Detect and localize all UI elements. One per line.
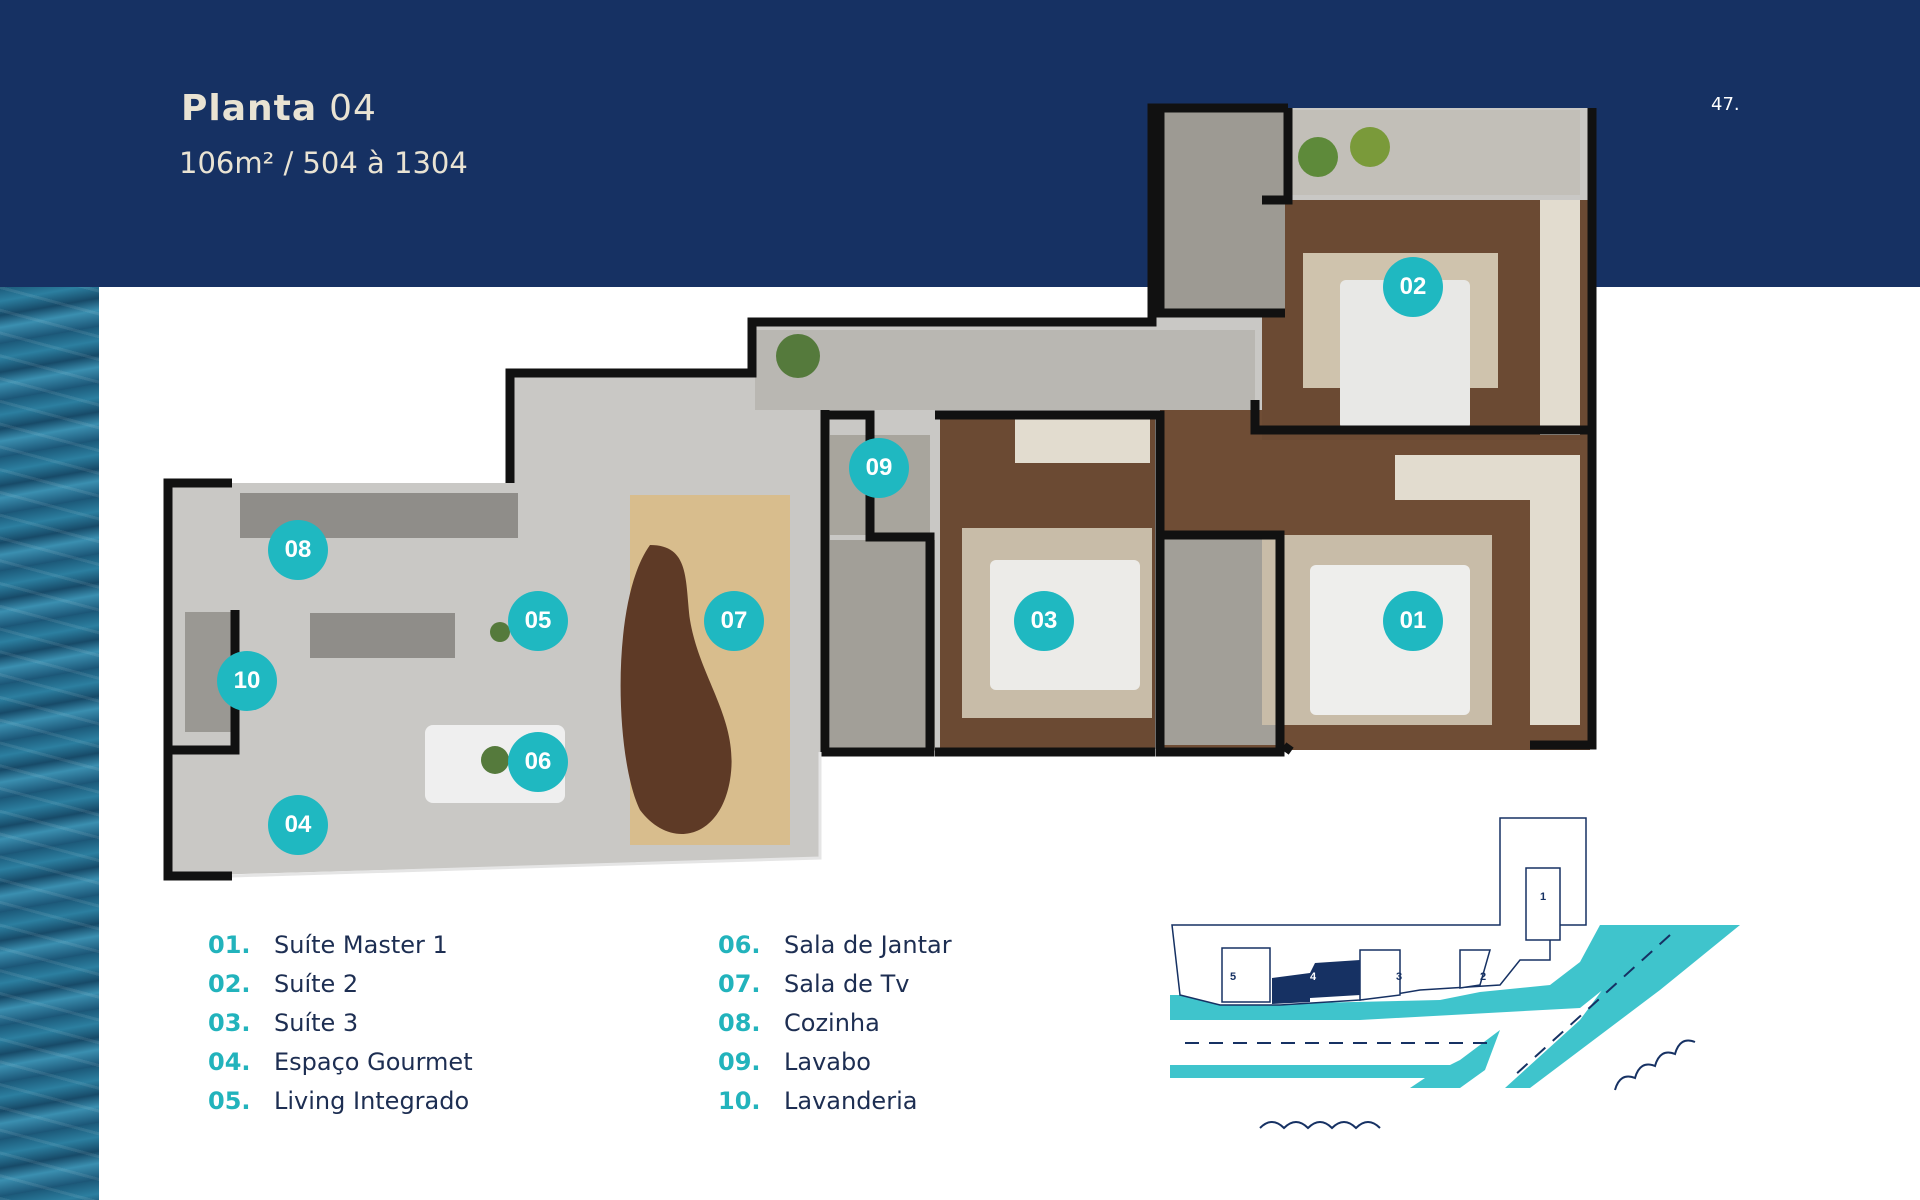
key-plan-label-2: 2 — [1480, 971, 1486, 983]
key-plan-water — [1170, 925, 1740, 1088]
key-plan-label-3: 3 — [1396, 971, 1402, 983]
wave-icon — [1259, 1039, 1696, 1130]
key-plan-road-lines — [1185, 934, 1671, 1076]
legend-right: 06. Sala de Jantar 07. Sala de Tv 08. Cozin… — [718, 925, 952, 1120]
legend-item: 05. Living Integrado — [208, 1081, 473, 1120]
water-strip-image — [0, 287, 99, 1200]
key-plan-unit-4-highlight — [1272, 960, 1360, 1004]
legend-item: 01. Suíte Master 1 — [208, 925, 473, 964]
key-plan-label-4: 4 — [1310, 971, 1317, 983]
room-marker-03: 03 — [1014, 591, 1074, 651]
room-marker-07: 07 — [704, 591, 764, 651]
room-marker-05: 05 — [508, 591, 568, 651]
legend-number: 04. — [208, 1047, 251, 1076]
room-marker-06: 06 — [508, 732, 568, 792]
floor-plan-walls — [163, 103, 1597, 881]
key-plan: 1 2 3 4 5 — [1170, 817, 1740, 1130]
legend-label: Lavabo — [784, 1047, 871, 1076]
room-marker-04: 04 — [268, 795, 328, 855]
legend-label: Suíte Master 1 — [274, 930, 448, 959]
legend-label: Suíte 2 — [274, 969, 359, 998]
title-bold: Planta — [181, 88, 318, 129]
legend-number: 01. — [208, 930, 251, 959]
legend-label: Sala de Jantar — [784, 930, 952, 959]
legend-label: Sala de Tv — [784, 969, 910, 998]
legend-item: 07. Sala de Tv — [718, 964, 952, 1003]
legend-number: 07. — [718, 969, 761, 998]
legend-item: 10. Lavanderia — [718, 1081, 952, 1120]
legend-label: Living Integrado — [274, 1086, 470, 1115]
legend-number: 03. — [208, 1008, 251, 1037]
room-marker-08: 08 — [268, 520, 328, 580]
room-marker-01: 01 — [1383, 591, 1443, 651]
room-marker-10: 10 — [217, 651, 277, 711]
legend-label: Cozinha — [784, 1008, 880, 1037]
page-number: 47. — [1711, 94, 1740, 115]
legend-left: 01.Suíte Master 1 02.Suíte 2 03.Suíte 3 … — [208, 925, 473, 1120]
page-subtitle: 106m² / 504 à 1304 — [179, 146, 468, 180]
legend-item: 04. Espaço Gourmet — [208, 1042, 473, 1081]
legend-number: 06. — [718, 930, 761, 959]
legend-number: 02. — [208, 969, 251, 998]
key-plan-label-1: 1 — [1540, 891, 1546, 903]
legend-item: 08. Cozinha — [718, 1003, 952, 1042]
floor-plan-outline — [231, 752, 822, 878]
legend-number: 10. — [718, 1086, 761, 1115]
key-plan-label-5: 5 — [1230, 971, 1236, 983]
legend-number: 05. — [208, 1086, 251, 1115]
key-plan-building — [1171, 817, 1587, 1006]
legend-label: Lavanderia — [784, 1086, 918, 1115]
legend-label: Espaço Gourmet — [274, 1047, 473, 1076]
legend-number: 08. — [718, 1008, 761, 1037]
room-marker-09: 09 — [849, 438, 909, 498]
legend-item: 09. Lavabo — [718, 1042, 952, 1081]
legend-item: 03. Suíte 3 — [208, 1003, 473, 1042]
header-band — [0, 0, 1920, 287]
page-title: Planta 04 — [181, 88, 377, 129]
legend-item: 02. Suíte 2 — [208, 964, 473, 1003]
legend-label: Suíte 3 — [274, 1008, 359, 1037]
legend-item: 06. Sala de Jantar — [718, 925, 952, 964]
key-plan-labels: 1 2 3 4 5 — [1230, 891, 1546, 983]
room-marker-02: 02 — [1383, 257, 1443, 317]
legend-number: 09. — [718, 1047, 761, 1076]
title-number: 04 — [329, 88, 377, 129]
